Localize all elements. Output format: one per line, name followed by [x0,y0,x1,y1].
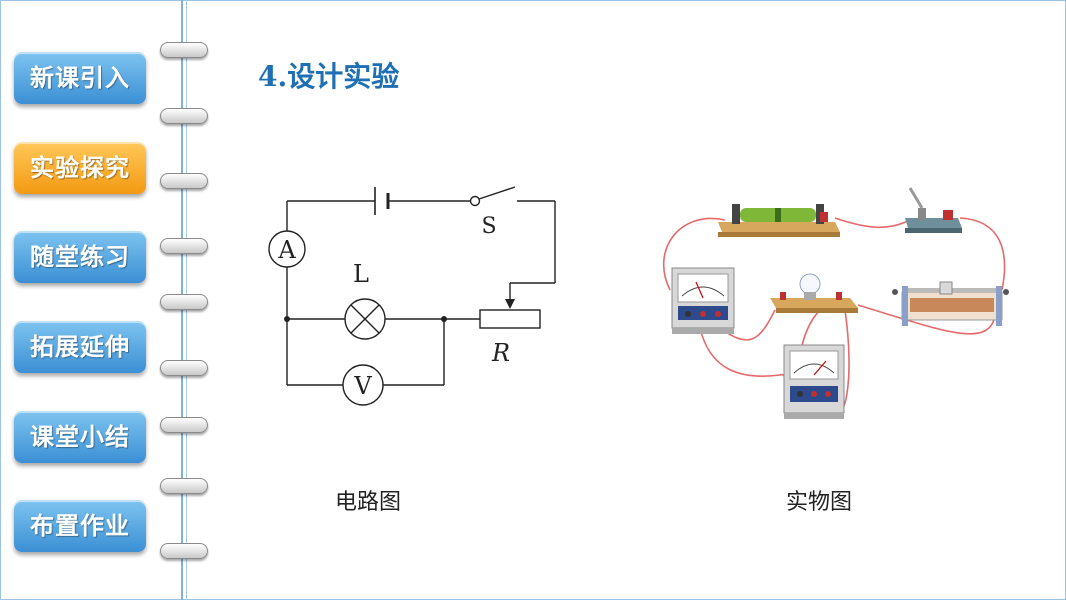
circuit-caption: 电路图 [335,490,402,515]
ammeter-label: A [277,236,296,264]
nav-item-experiment[interactable]: 实验探究 [14,142,146,194]
nav-item-extension[interactable]: 拓展延伸 [14,321,146,373]
switch-image [905,187,962,233]
binder-ring [160,294,208,310]
lamp-label: L [353,260,369,288]
binder-ring [160,478,208,494]
battery-image [718,204,840,237]
switch-label: S [481,214,496,239]
binder-ring [160,543,208,559]
nav-item-intro[interactable]: 新课引入 [14,52,146,104]
binder-ring [160,238,208,254]
binder-ring [160,42,208,58]
binder-ring [160,108,208,124]
nav-item-practice[interactable]: 随堂练习 [14,231,146,283]
ammeter-image [671,267,735,334]
rheostat-label: R [491,339,510,367]
page-title: 4.设计实验 [258,60,400,93]
photo-caption: 实物图 [786,490,853,515]
rheostat-image [892,281,1009,326]
binder-ring [160,360,208,376]
nav-item-summary[interactable]: 课堂小结 [14,411,146,463]
circuit-diagram: A V L S R [268,186,556,406]
sidebar-nav: 新课引入 实验探究 随堂练习 拓展延伸 课堂小结 布置作业 [0,0,180,600]
physical-setup-image [663,187,1009,419]
binder-ring [160,173,208,189]
voltmeter-image [783,344,845,419]
nav-item-homework[interactable]: 布置作业 [14,500,146,552]
voltmeter-label: V [353,372,372,400]
binder-ring [160,417,208,433]
lamp-image [770,273,858,313]
